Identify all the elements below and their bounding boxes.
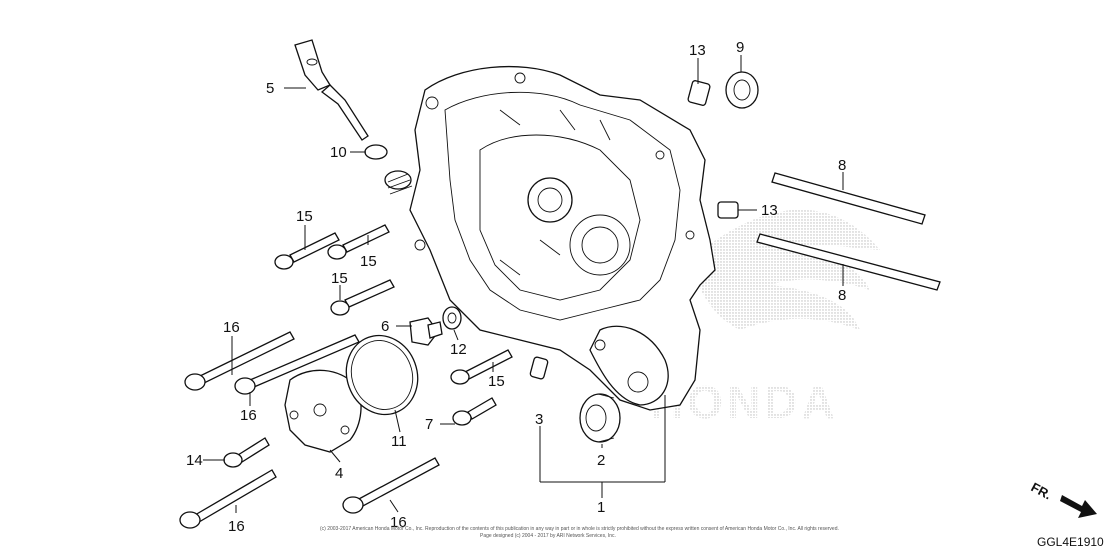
bolt-15-a — [274, 232, 340, 270]
dowel-pin-3 — [529, 356, 549, 380]
callout-6: 6 — [381, 318, 389, 335]
bolt-15-d — [450, 349, 513, 385]
copyright-line-1: (c) 2003-2017 American Honda Motor Co., … — [320, 526, 839, 532]
callout-16-c: 16 — [228, 518, 245, 535]
front-arrow-icon — [1060, 495, 1097, 518]
callout-7: 7 — [425, 416, 433, 433]
callout-15-b: 15 — [360, 253, 377, 270]
callout-1: 1 — [597, 499, 605, 516]
callouts: 5 10 15 15 15 16 6 12 15 16 7 11 14 4 16… — [186, 39, 846, 535]
drain-bolt-6 — [409, 317, 443, 346]
stud-bolt-8-lower — [756, 233, 941, 291]
callout-8-a: 8 — [838, 157, 846, 174]
stud-bolt-8-upper — [771, 172, 926, 225]
callout-13-a: 13 — [689, 42, 706, 59]
callout-4: 4 — [335, 465, 343, 482]
diagram-code: GGL4E1910 — [1037, 535, 1104, 549]
callout-15-c: 15 — [331, 270, 348, 287]
sealing-washer-12 — [442, 306, 462, 330]
bolt-15-b — [327, 224, 390, 260]
callout-14: 14 — [186, 452, 203, 469]
copyright-line-2: Page designed (c) 2004 - 2017 by ARI Net… — [480, 533, 616, 539]
dowel-pin-13-top — [687, 80, 711, 106]
callout-3: 3 — [535, 411, 543, 428]
bearing-2 — [579, 393, 621, 443]
bolt-16-d — [342, 457, 440, 514]
leader-lines — [203, 55, 844, 513]
callout-15-d: 15 — [488, 373, 505, 390]
callout-2: 2 — [597, 452, 605, 469]
bolt-16-c — [179, 469, 277, 529]
callout-5: 5 — [266, 80, 274, 97]
honda-wing-watermark: HONDA — [650, 209, 880, 428]
callout-16-d: 16 — [390, 514, 407, 531]
dowel-pin-13-right — [717, 201, 739, 219]
o-ring-11-inner — [350, 340, 414, 410]
callout-13-b: 13 — [761, 202, 778, 219]
callout-9: 9 — [736, 39, 744, 56]
o-ring-10 — [364, 144, 388, 160]
bolt-7 — [452, 397, 497, 426]
crankcase-cover — [409, 65, 716, 411]
filler-neck — [384, 170, 413, 195]
bolt-16-a — [184, 331, 295, 391]
callout-16-a: 16 — [223, 319, 240, 336]
callout-10: 10 — [330, 144, 347, 161]
bolt-14 — [223, 437, 270, 468]
callout-8-b: 8 — [838, 287, 846, 304]
bolt-15-c — [330, 279, 395, 316]
callout-11: 11 — [391, 433, 407, 450]
dipstick — [294, 39, 369, 141]
front-direction-label: FR. — [1029, 479, 1055, 502]
oil-seal-9 — [725, 71, 759, 109]
callout-16-b: 16 — [240, 407, 257, 424]
front-direction-indicator: FR. — [1029, 479, 1097, 518]
callout-12: 12 — [450, 341, 467, 358]
callout-15-a: 15 — [296, 208, 313, 225]
